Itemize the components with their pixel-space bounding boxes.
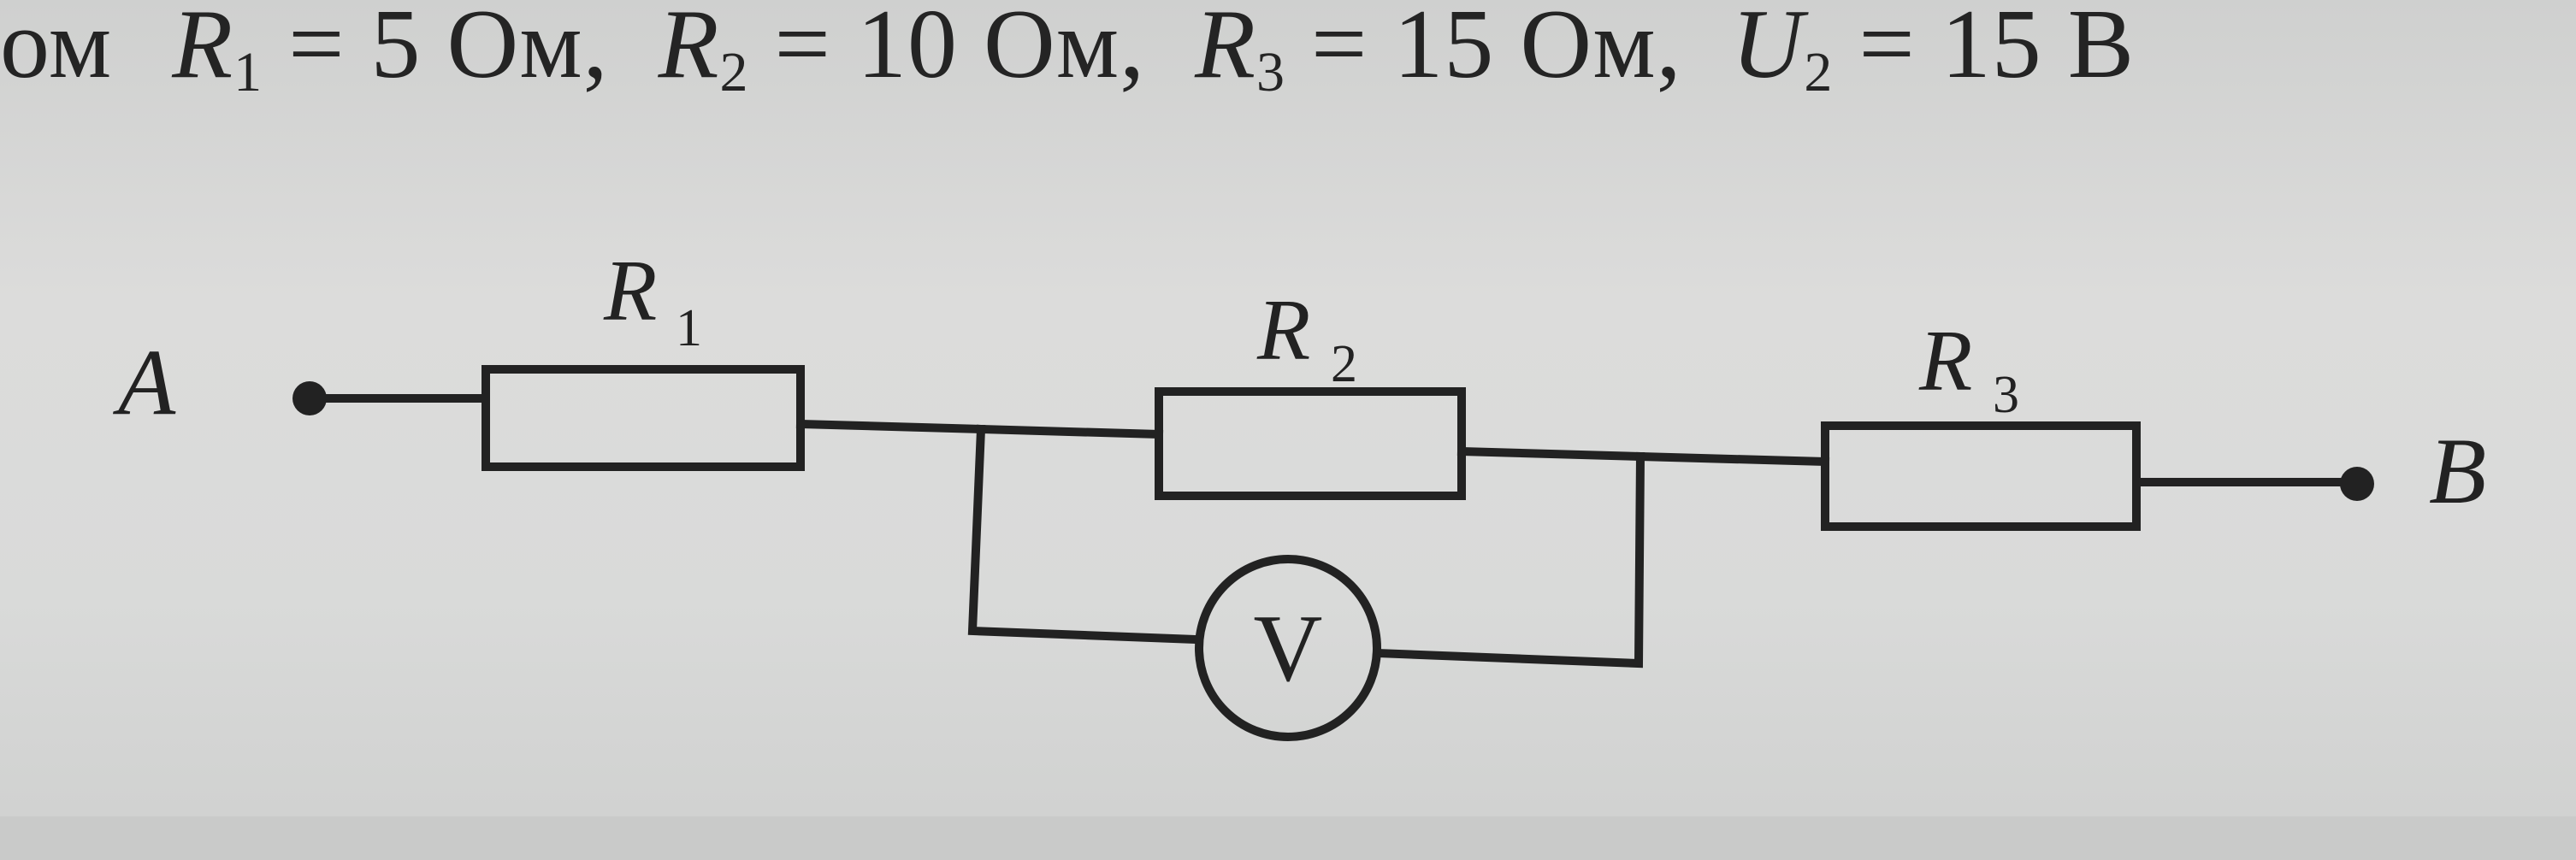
- page-bottom-edge: [0, 816, 2576, 860]
- resistor-r1: [482, 365, 805, 471]
- u2-subscript: 2: [1804, 41, 1834, 103]
- u2-value: = 15 В: [1833, 0, 2136, 99]
- terminal-b-label: B: [2429, 419, 2486, 523]
- conditions-prefix: ом: [0, 0, 113, 99]
- wire-r1-node: [795, 419, 986, 434]
- r2-label: R: [1256, 282, 1310, 379]
- r1-symbol: R: [172, 0, 234, 99]
- r1-label-subscript: 1: [676, 299, 702, 357]
- wire-node-r3: [1635, 451, 1830, 467]
- wire-voltmeter-right: [1372, 451, 1645, 669]
- r1-value: = 5 Ом,: [263, 0, 609, 99]
- r2-label-subscript: 2: [1331, 335, 1357, 393]
- voltmeter-label: V: [1254, 596, 1323, 702]
- u2-symbol: U: [1731, 0, 1805, 99]
- r2-subscript: 2: [719, 41, 749, 103]
- r2-value: = 10 Ом,: [748, 0, 1146, 99]
- resistor-r2: [1155, 387, 1466, 500]
- problem-conditions: ом R1 = 5 Ом, R2 = 10 Ом, R3 = 15 Ом, U2…: [0, 0, 2576, 113]
- terminal-a-label: A: [112, 330, 176, 434]
- r3-label-subscript: 3: [1993, 366, 2019, 424]
- r3-label: R: [1918, 313, 1972, 409]
- r3-subscript: 3: [1256, 41, 1285, 103]
- terminal-b-dot: [2340, 467, 2374, 501]
- r1-label: R: [603, 243, 657, 339]
- r1-subscript: 1: [233, 41, 263, 103]
- r2-symbol: R: [658, 0, 720, 99]
- r3-value: = 15 Ом,: [1285, 0, 1682, 99]
- wire-voltmeter-left: [967, 424, 1201, 645]
- r3-symbol: R: [1195, 0, 1256, 99]
- wire-node-r2: [976, 424, 1164, 439]
- voltmeter-circle: [1195, 555, 1381, 741]
- wire-r2-node: [1456, 446, 1645, 462]
- resistor-r3: [1821, 421, 2141, 531]
- terminal-a-dot: [292, 381, 327, 415]
